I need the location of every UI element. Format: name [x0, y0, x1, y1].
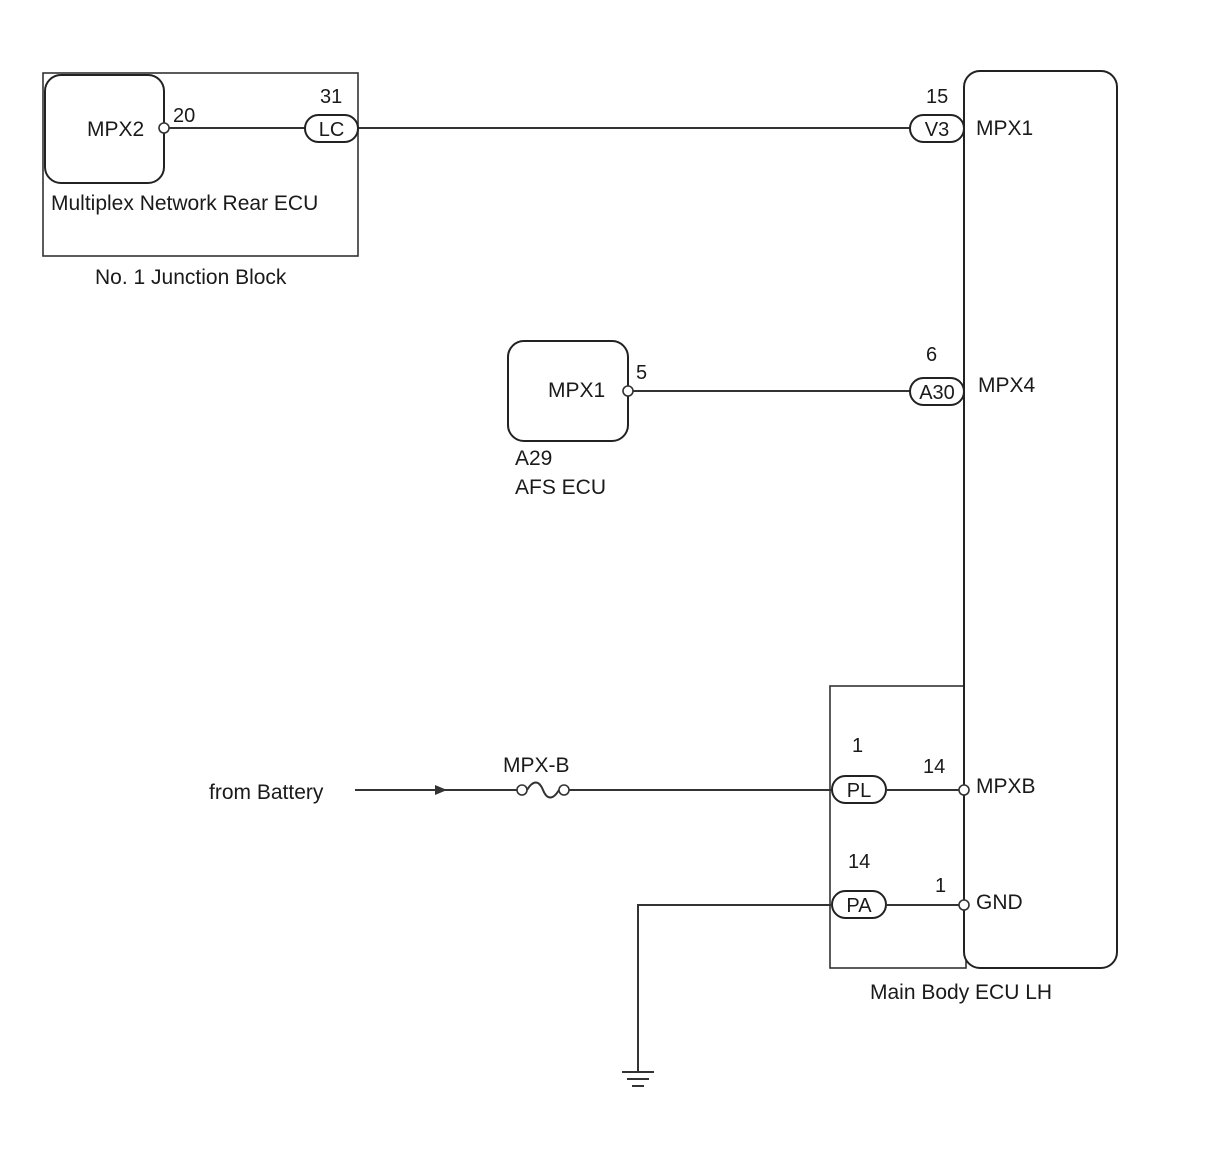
main-body-ecu-junction-outline	[829, 685, 967, 969]
battery-arrow-head	[435, 785, 447, 795]
pin-number-afs-mpx1: 5	[636, 362, 647, 384]
pin-number-pl-out: 14	[923, 756, 945, 778]
fuse-right-dot	[558, 784, 570, 796]
afs-ecu-code: A29	[515, 447, 552, 470]
connector-lc	[304, 114, 359, 143]
afs-ecu-pin-dot	[622, 385, 634, 397]
connector-lc-label: LC	[319, 119, 345, 141]
main-body-ecu-name: Main Body ECU LH	[870, 981, 1052, 1004]
battery-source-label: from Battery	[209, 781, 324, 804]
afs-ecu-terminal-label: MPX1	[548, 379, 605, 402]
pin-number-a30: 6	[926, 344, 937, 366]
connector-v3	[909, 114, 965, 143]
pin-number-v3: 15	[926, 86, 948, 108]
main-terminal-mpx1: MPX1	[976, 117, 1033, 140]
connector-v3-label: V3	[925, 119, 949, 141]
fuse-label: MPX-B	[503, 754, 570, 777]
junction-block-name: No. 1 Junction Block	[95, 266, 287, 289]
main-terminal-gnd: GND	[976, 891, 1023, 914]
pin-number-lc: 31	[320, 86, 342, 108]
pin-number-pa-out: 1	[935, 875, 946, 897]
fuse-left-dot	[516, 784, 528, 796]
main-terminal-mpxb: MPXB	[976, 775, 1036, 798]
ground-icon	[622, 1071, 654, 1087]
gnd-pin-dot	[958, 899, 970, 911]
connector-pa-label: PA	[846, 895, 872, 917]
main-body-ecu-box	[963, 70, 1118, 969]
fuse-symbol	[526, 781, 560, 799]
main-terminal-mpx4: MPX4	[978, 374, 1036, 397]
pin-number-pa-in: 14	[848, 851, 870, 873]
pin-number-pl-in: 1	[852, 735, 863, 757]
connector-pl-label: PL	[847, 780, 871, 802]
rear-ecu-name: Multiplex Network Rear ECU	[51, 192, 318, 215]
pin-number-rear-mpx2: 20	[173, 105, 195, 127]
wire-pa-to-ground	[637, 904, 832, 1072]
connector-a30-label: A30	[919, 382, 955, 404]
afs-ecu-name: AFS ECU	[515, 476, 606, 499]
connector-a30	[909, 377, 965, 406]
rear-ecu-pin-dot	[158, 122, 170, 134]
rear-ecu-terminal-label: MPX2	[87, 118, 144, 141]
mpxb-pin-dot	[958, 784, 970, 796]
junction-block-outline	[42, 72, 359, 257]
